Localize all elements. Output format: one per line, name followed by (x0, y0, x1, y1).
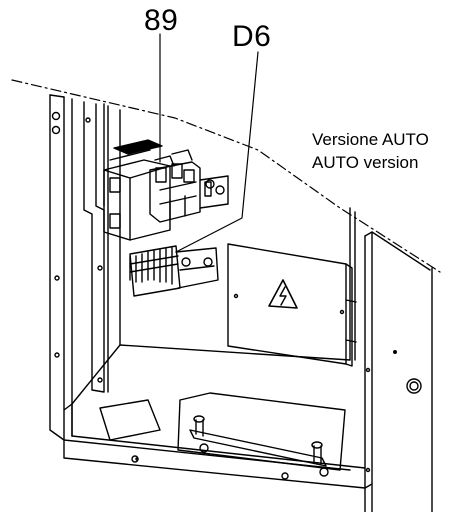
contactor-89 (103, 139, 229, 241)
version-note-english: AUTO version (312, 153, 419, 172)
floor-plate (99, 392, 346, 471)
version-note-italian: Versione AUTO (312, 130, 429, 149)
cabinet-back-panel (119, 207, 356, 361)
callout-89: 89 (144, 4, 179, 37)
mounting-rail-left (83, 101, 121, 393)
callout-d6: D6 (232, 20, 272, 53)
high-voltage-warning-icon (268, 279, 298, 309)
leader-line-d6 (175, 51, 259, 253)
terminal-block-d6 (129, 245, 219, 297)
cabinet-right-wall (364, 231, 433, 512)
cabinet-left-wall (49, 94, 73, 441)
section-cut-line (11, 79, 441, 273)
cabinet-base (63, 344, 373, 489)
mounting-bracket (189, 415, 329, 477)
electrical-enclosure (227, 243, 357, 367)
